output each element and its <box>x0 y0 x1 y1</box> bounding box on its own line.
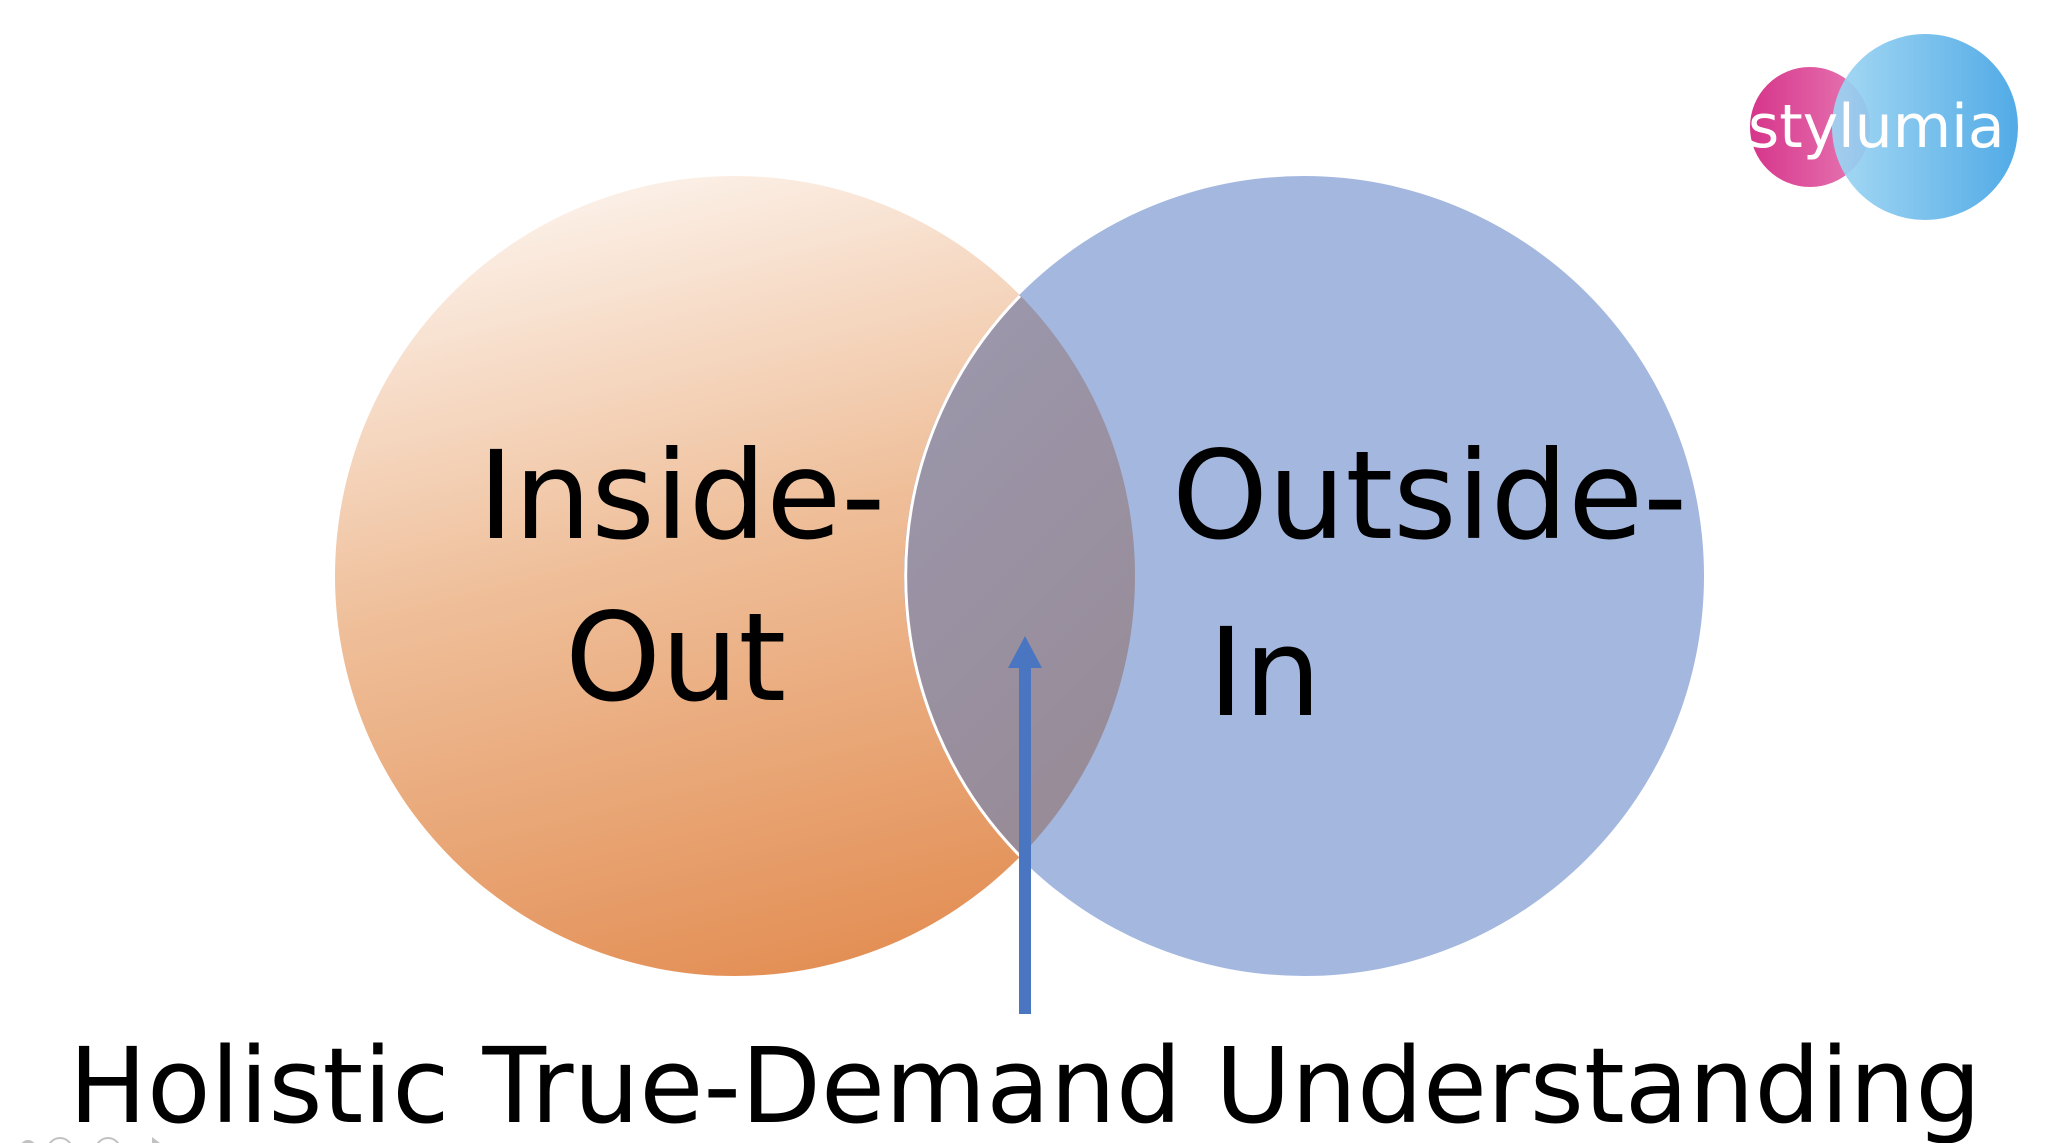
outside-in-circle <box>904 176 1704 976</box>
zoom-icon <box>49 1137 71 1143</box>
outside-in-label-line1: Outside- <box>1172 425 1687 567</box>
up-arrow-icon <box>1008 636 1042 1014</box>
outside-in-label-line2: In <box>1208 602 1321 744</box>
logo-text-right: lumia <box>1838 92 2005 162</box>
menu-icon <box>97 1137 119 1143</box>
slide-controls[interactable] <box>20 1137 160 1143</box>
inside-out-label-line2: Out <box>565 587 786 729</box>
next-slide-icon <box>152 1137 160 1143</box>
pen-tool-icon <box>21 1140 35 1143</box>
inside-out-circle <box>335 176 1135 976</box>
logo-blue-circle <box>1832 34 2018 220</box>
logo-text-left: sty <box>1748 92 1838 162</box>
overlap-edge <box>904 294 1022 858</box>
inside-out-label-line1: Inside- <box>478 425 885 567</box>
caption-holistic-understanding: Holistic True-Demand Understanding <box>69 1025 1981 1143</box>
stylumia-logo: sty lumia <box>1748 34 2018 220</box>
